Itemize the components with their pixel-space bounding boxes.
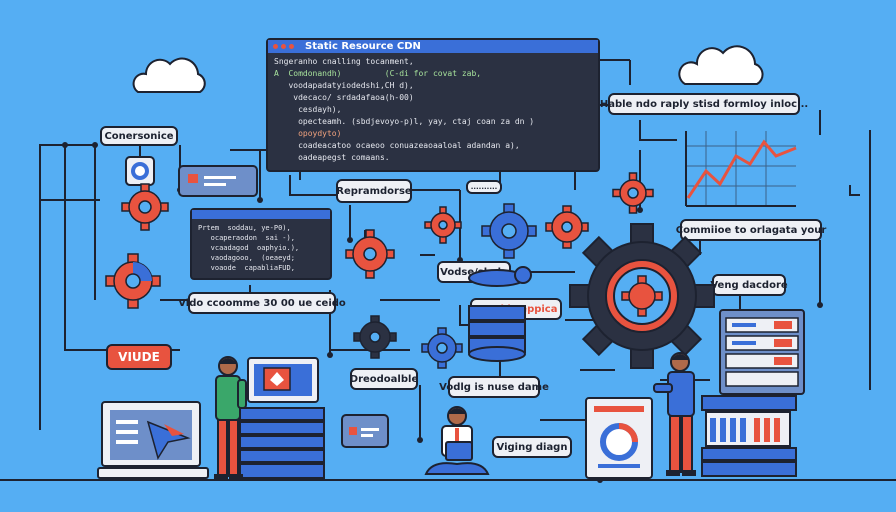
gear-icon [545,205,589,249]
gear-icon [121,183,169,231]
vodig-label: Vodlg is nuse dame [439,376,549,398]
top-right-label: Hable ndo raply stisd formloy inloc .. [600,93,808,115]
window-titlebar [192,210,330,219]
mini-card-widget[interactable] [341,414,389,448]
vido-label: Vido ccoomme 30 00 ue ceido [178,292,346,314]
code-line: opoydyto) [274,129,342,138]
code-line: ocaperaodon sai -), [198,234,295,242]
server-rack-icon [719,309,805,395]
person-icon [214,356,247,480]
vude-button[interactable]: VIUDE [106,344,172,370]
code-line: voaode capabliaFUD, [198,264,295,272]
list-icon [188,174,236,186]
combine-label: Commiioe to orlagata your [676,219,826,241]
code-line: cesdayh), [274,105,342,114]
gear-icon [353,315,397,359]
code-block: Sngeranho cnalling tocanment, A Comdonan… [268,53,598,167]
tablet-icon [585,397,653,479]
list-icon [349,427,379,437]
cloud-icon [678,45,764,85]
avatar-icon [131,162,149,180]
server-stack-icon [239,407,325,479]
code-line: Prtem soddau, ye-P0), [198,224,291,232]
code-block: Prtem soddau, ye-P0), ocaperaodon sai -)… [192,219,330,276]
bookshelf-icon [701,395,797,477]
code-line: Sngeranho cnalling tocanment, [274,57,414,66]
settings-code-window: Prtem soddau, ye-P0), ocaperaodon sai -)… [190,208,332,280]
window-title: Static Resource CDN [305,41,421,52]
toggle-widget[interactable] [125,156,155,186]
status-widget[interactable] [178,165,258,197]
line-chart-icon [677,127,799,213]
code-line: opecteamh. (sbdjevoyo-p)l, yay, ctaj coa… [274,117,535,126]
code-line: vcaadagod oaphyio.), [198,244,300,252]
monitor-icon [247,357,319,403]
database-icon [468,269,526,362]
gear-icon [612,172,654,214]
window-titlebar: Static Resource CDN [268,40,598,53]
person-icon [424,406,490,475]
code-line: vdecaco/ srdadafaoa(h-00) [274,93,414,102]
code-line: coadeacatoo ocaeoo conuazeaoaaloal adand… [274,141,520,150]
person-icon [653,352,696,476]
gear-icon [105,253,161,309]
viging-label: Viging diagn [492,436,572,458]
main-gear-icon [569,223,715,369]
code-line: voodapadatyiodedshi,CH d), [274,81,414,90]
gear-icon [345,229,395,279]
code-line: A Comdonandh) (C-di for covat zab, [274,69,482,78]
conversion-label: Conersonice [100,126,178,146]
repramdorse-label: Repramdorse [336,179,412,203]
speech-bubble: .......... [466,180,502,194]
cloud-icon [132,57,206,93]
code-line: oadeapegst comaans. [274,153,390,162]
node-icon [514,266,532,284]
dredoable-label: Dreodoalble [350,368,418,390]
gear-icon [421,327,463,369]
minimize-dot-icon[interactable] [281,44,286,49]
gear-icon [424,206,462,244]
gear-icon [481,203,537,259]
cdn-code-window: Static Resource CDN Sngeranho cnalling t… [266,38,600,172]
maximize-dot-icon[interactable] [289,44,294,49]
laptop-icon [97,401,209,479]
close-dot-icon[interactable] [273,44,278,49]
code-line: vaodagooo, (oeaeyd; [198,254,295,262]
veng-label: Veng dacdore [710,274,788,296]
